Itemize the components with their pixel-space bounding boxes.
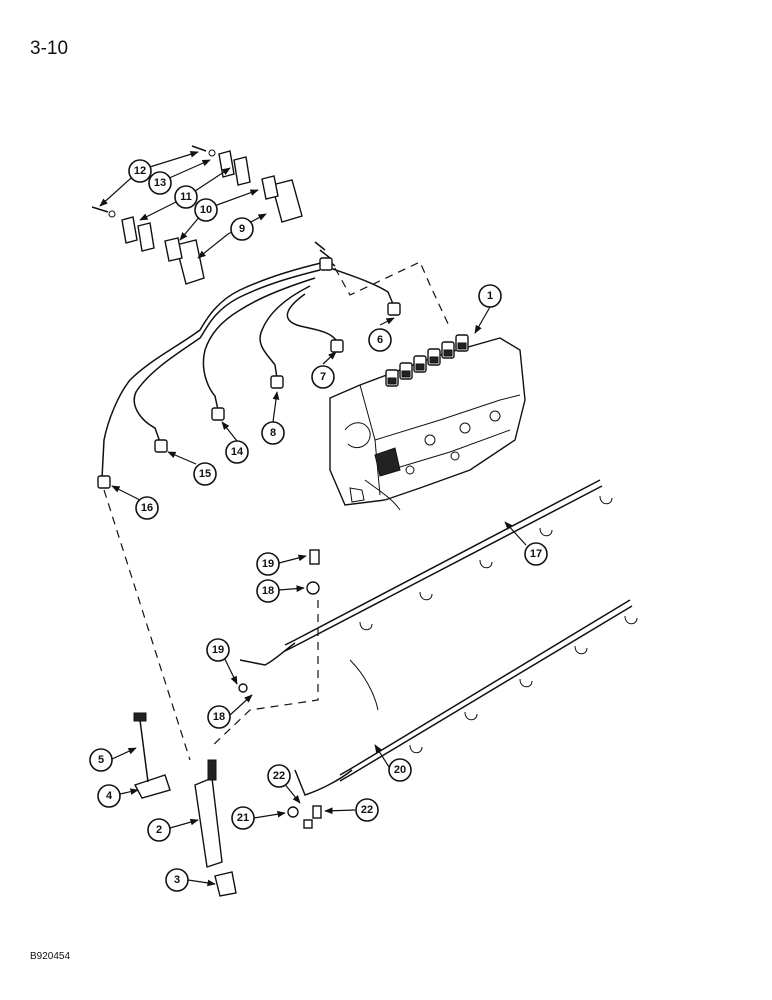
line-clamps-and-hardware bbox=[91, 145, 303, 285]
callout-7: 7 bbox=[311, 365, 335, 389]
injector-parts bbox=[133, 549, 322, 897]
callout-22a: 22 bbox=[267, 764, 291, 788]
svg-text:13: 13 bbox=[154, 177, 166, 189]
svg-text:16: 16 bbox=[141, 502, 153, 514]
callout-10: 10 bbox=[194, 198, 218, 222]
svg-text:4: 4 bbox=[106, 790, 113, 802]
svg-text:14: 14 bbox=[231, 446, 244, 458]
svg-text:19: 19 bbox=[212, 644, 224, 656]
routing-dashed-19 bbox=[209, 600, 319, 749]
callout-21: 21 bbox=[231, 806, 255, 830]
svg-text:1: 1 bbox=[487, 290, 493, 302]
svg-text:6: 6 bbox=[377, 334, 383, 346]
svg-text:11: 11 bbox=[180, 191, 192, 203]
leader-lines bbox=[99, 151, 527, 887]
callout-9: 9 bbox=[230, 217, 254, 241]
svg-text:15: 15 bbox=[199, 468, 211, 480]
page-number: 3-10 bbox=[30, 38, 69, 59]
callout-12: 12 bbox=[128, 159, 152, 183]
svg-text:9: 9 bbox=[239, 223, 245, 235]
callout-19a: 19 bbox=[256, 552, 280, 576]
callout-3: 3 bbox=[165, 868, 189, 892]
callout-22b: 22 bbox=[355, 798, 379, 822]
svg-text:17: 17 bbox=[530, 548, 542, 560]
routing-dashed-6 bbox=[334, 261, 451, 329]
svg-text:22: 22 bbox=[361, 804, 373, 816]
svg-text:10: 10 bbox=[200, 204, 212, 216]
svg-text:18: 18 bbox=[262, 585, 274, 597]
figure-code: B920454 bbox=[30, 951, 71, 962]
callout-4: 4 bbox=[97, 784, 121, 808]
svg-text:3: 3 bbox=[174, 874, 180, 886]
callout-15: 15 bbox=[193, 462, 217, 486]
svg-text:19: 19 bbox=[262, 558, 274, 570]
svg-text:8: 8 bbox=[270, 427, 276, 439]
callout-8: 8 bbox=[261, 421, 285, 445]
svg-text:18: 18 bbox=[213, 711, 225, 723]
svg-text:5: 5 bbox=[98, 754, 104, 766]
svg-text:22: 22 bbox=[273, 770, 285, 782]
callout-16: 16 bbox=[135, 496, 159, 520]
callout-6: 6 bbox=[368, 328, 392, 352]
svg-text:7: 7 bbox=[320, 371, 326, 383]
callout-18b: 18 bbox=[207, 705, 231, 729]
callout-17: 17 bbox=[524, 542, 548, 566]
callout-13: 13 bbox=[148, 171, 172, 195]
svg-text:2: 2 bbox=[156, 824, 162, 836]
injection-lines bbox=[97, 241, 401, 489]
callout-11: 11 bbox=[174, 185, 198, 209]
callout-19b: 19 bbox=[206, 638, 230, 662]
callout-20: 20 bbox=[388, 758, 412, 782]
callout-14: 14 bbox=[225, 440, 249, 464]
svg-text:21: 21 bbox=[237, 812, 249, 824]
injection-pump bbox=[329, 334, 526, 511]
callout-18a: 18 bbox=[256, 579, 280, 603]
svg-text:20: 20 bbox=[394, 764, 406, 776]
callout-2: 2 bbox=[147, 818, 171, 842]
svg-text:12: 12 bbox=[134, 165, 146, 177]
routing-dashed-16 bbox=[103, 489, 191, 761]
callout-1: 1 bbox=[478, 284, 502, 308]
fuel-return-lines bbox=[239, 479, 638, 796]
callout-5: 5 bbox=[89, 748, 113, 772]
